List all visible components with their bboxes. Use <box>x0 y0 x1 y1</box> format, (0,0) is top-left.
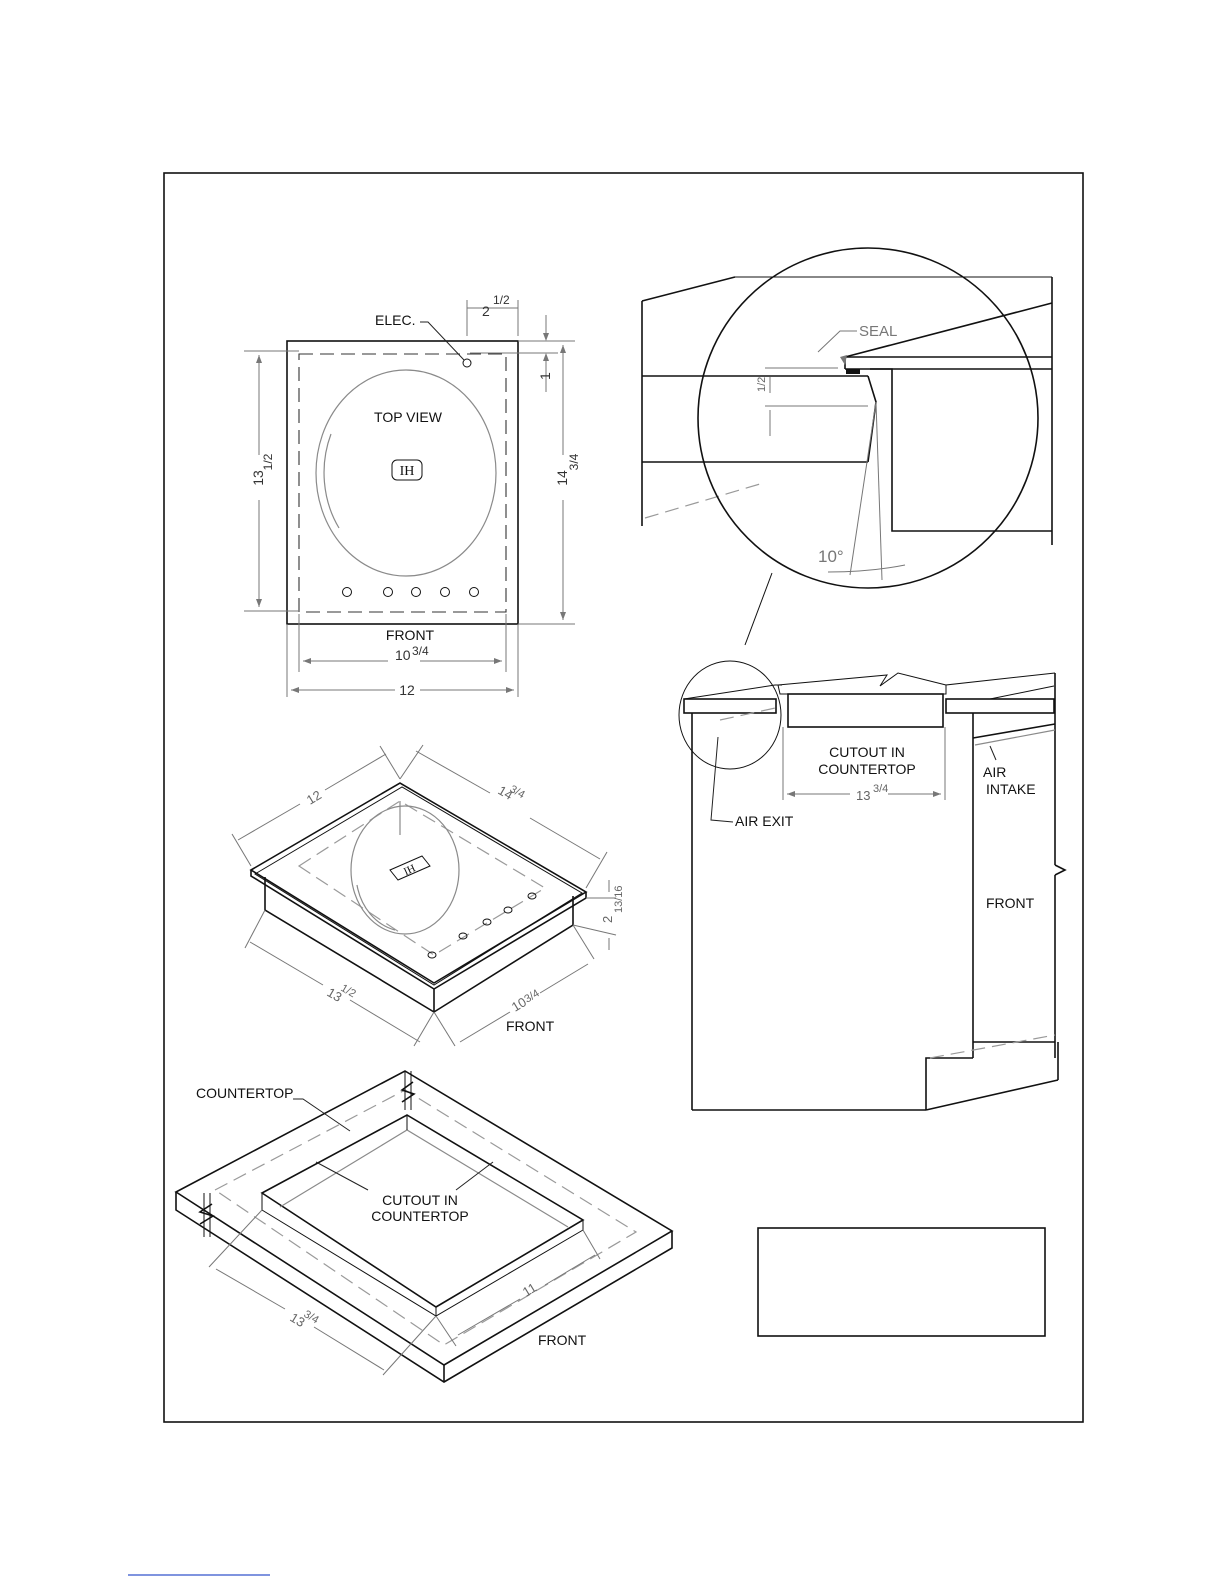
seal-label: SEAL <box>859 323 897 340</box>
dim-width-inner: 10 <box>395 647 411 663</box>
iso-front-label: FRONT <box>506 1018 555 1034</box>
seal-strip <box>846 369 860 374</box>
section-cutout-label-2: COUNTERTOP <box>818 761 916 777</box>
control-knob <box>412 588 421 597</box>
control-knob <box>470 588 479 597</box>
control-knob <box>441 588 450 597</box>
iso-dim-height-frac: 13/16 <box>613 885 625 913</box>
countertop-label: COUNTERTOP <box>196 1085 294 1101</box>
control-knob <box>343 588 352 597</box>
air-intake-label-1: AIR <box>983 764 1006 780</box>
dim-height-outer: 14 <box>554 470 570 486</box>
section-view: 13 3/4 CUTOUT IN COUNTERTOP AIR INTAKE A… <box>679 661 1065 1110</box>
dim-height-outer-frac: 3/4 <box>567 453 581 470</box>
section-detail-circle <box>679 661 781 769</box>
dim-width-outer: 12 <box>399 682 415 698</box>
cooking-zone-arc <box>324 434 339 528</box>
ct-cutout-label-1: CUTOUT IN <box>382 1192 458 1208</box>
iso-dim-bottom-left-frac: 1/2 <box>339 982 358 1000</box>
dim-gap-frac: 1/2 <box>756 377 768 392</box>
section-cutout-label-1: CUTOUT IN <box>829 744 905 760</box>
detail-leader <box>745 573 772 645</box>
dim-elec-y: 1 <box>537 372 553 380</box>
top-view: TOP VIEW IH ELEC. FRONT 10 3/4 12 13 <box>244 293 581 698</box>
ct-dim-left-frac: 3/4 <box>301 1308 320 1326</box>
dim-cutout: 13 <box>856 788 870 803</box>
dim-elec-x: 2 <box>482 303 490 319</box>
logo-text: IH <box>400 464 415 479</box>
top-view-front-label: FRONT <box>386 627 435 643</box>
top-view-title: TOP VIEW <box>374 409 443 425</box>
angle-label: 10° <box>818 547 844 566</box>
dim-height-inner: 13 <box>250 470 266 486</box>
dim-elec-x-frac: 1/2 <box>493 293 510 307</box>
ct-dim-right: 11 <box>520 1280 539 1300</box>
seal-detail-view: SEAL 1/2 10° <box>642 248 1052 645</box>
isometric-cooktop-view: IH 12 14 3/4 13 1/2 10 3/4 2 <box>232 745 625 1046</box>
cooktop-outline <box>287 341 518 624</box>
elec-label: ELEC. <box>375 312 415 328</box>
cooktop-inner-dashed <box>299 354 506 612</box>
section-cooktop-body <box>788 694 943 727</box>
air-exit-label: AIR EXIT <box>735 813 794 829</box>
iso-dim-top-left: 12 <box>304 787 324 807</box>
section-front-label: FRONT <box>986 895 1035 911</box>
dim-cutout-frac: 3/4 <box>873 783 888 795</box>
dim-width-inner-frac: 3/4 <box>412 644 429 658</box>
ct-cutout-label-2: COUNTERTOP <box>371 1208 469 1224</box>
notes-box <box>758 1228 1045 1336</box>
elec-connection-icon <box>463 359 471 367</box>
iso-logo-text: IH <box>402 862 418 878</box>
ct-front-label: FRONT <box>538 1332 587 1348</box>
dim-height-inner-frac: 1/2 <box>261 453 275 470</box>
control-knob <box>384 588 393 597</box>
air-intake-label-2: INTAKE <box>986 781 1036 797</box>
countertop-view: COUNTERTOP CUTOUT IN COUNTERTOP 13 3/4 1… <box>176 1071 672 1382</box>
iso-dim-height: 2 <box>600 916 615 923</box>
detail-circle <box>698 248 1038 588</box>
